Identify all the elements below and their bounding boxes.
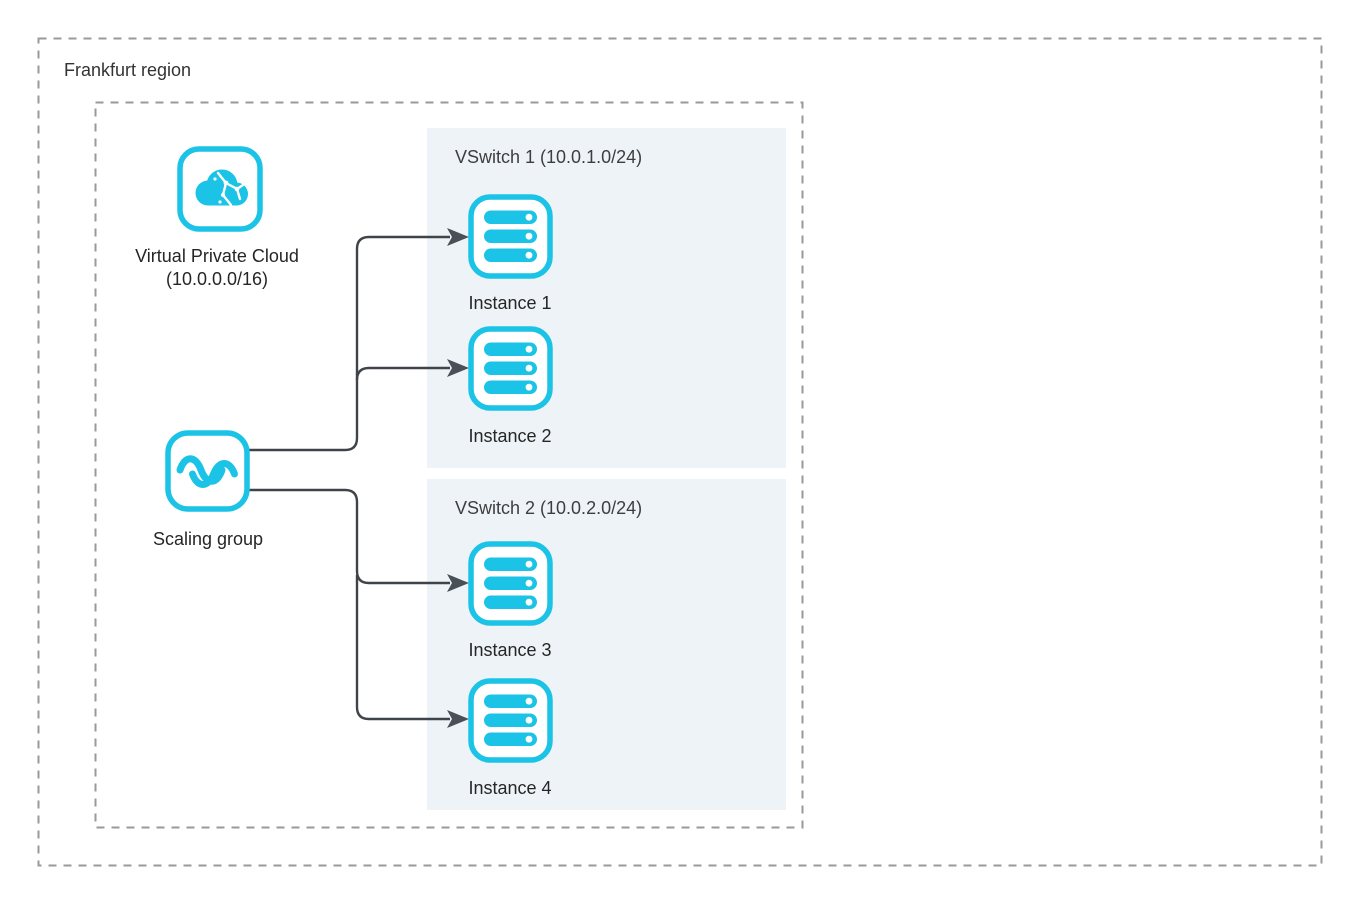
vpc-cidr: (10.0.0.0/16): [165, 269, 269, 289]
instance-3-icon: [468, 541, 553, 626]
instance-1-icon: [468, 194, 553, 279]
scaling-group-label: Scaling group: [152, 529, 264, 549]
vpc-label: Virtual Private Cloud (10.0.0.0/16): [92, 245, 342, 291]
scaling-group-icon: [165, 430, 250, 512]
vswitch-1-box: VSwitch 1 (10.0.1.0/24): [427, 128, 786, 468]
vpc-icon: [177, 146, 263, 232]
instance-2-label: Instance 2: [468, 426, 552, 446]
cloud-shape: [195, 169, 248, 206]
instance-3-label: Instance 3: [468, 640, 552, 660]
vpc-name: Virtual Private Cloud: [135, 246, 299, 266]
instance-4-icon: [468, 678, 553, 763]
instance-4-label: Instance 4: [468, 778, 552, 798]
region-label: Frankfurt region: [64, 60, 192, 80]
vswitch-1-title: VSwitch 1 (10.0.1.0/24): [455, 147, 643, 167]
instance-2-icon: [468, 326, 553, 411]
cloud-crack-pattern: [213, 171, 248, 207]
vswitch-2-title: VSwitch 2 (10.0.2.0/24): [455, 498, 643, 518]
instance-1-label: Instance 1: [468, 293, 552, 313]
